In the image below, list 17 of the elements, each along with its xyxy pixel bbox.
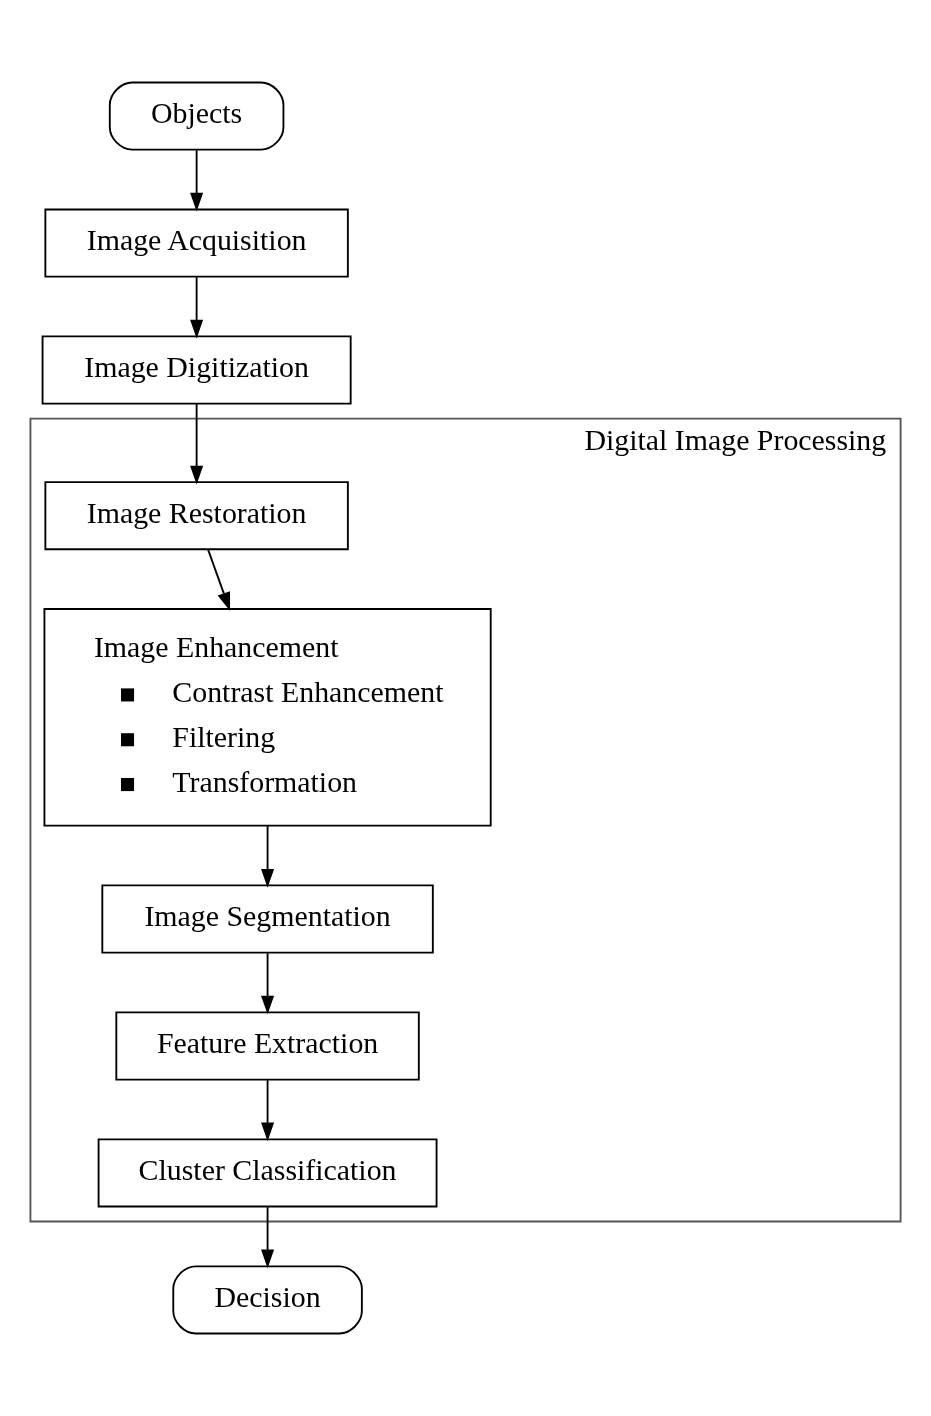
node-box: Image Segmentation: [101, 884, 434, 954]
node-box: Feature Extraction: [115, 1011, 420, 1081]
node-box: Image Acquisition: [44, 208, 349, 278]
arrow: [261, 952, 275, 1015]
arrow: [261, 1079, 275, 1142]
arrow: [190, 149, 204, 212]
node-box: Decision: [172, 1265, 363, 1335]
arrow: [190, 276, 204, 339]
node-box: Image Enhancement Contrast Enhancement Filtering Transformation: [43, 608, 492, 827]
arrow: [207, 548, 231, 611]
node-box: Image Restoration: [44, 481, 349, 551]
arrow: [261, 824, 275, 888]
node-box: Image Digitization: [41, 335, 352, 405]
arrow: [261, 1206, 275, 1269]
arrow: [190, 403, 204, 485]
node-box: Cluster Classification: [97, 1138, 438, 1208]
node-box: Objects: [108, 81, 285, 151]
